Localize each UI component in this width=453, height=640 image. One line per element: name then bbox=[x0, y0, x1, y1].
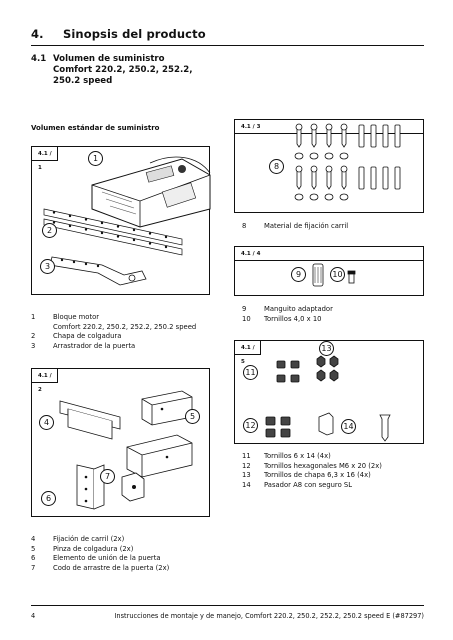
subsection-number: 4.1 bbox=[31, 54, 47, 64]
legend-text: Manguito adaptador bbox=[264, 305, 333, 313]
header-rule bbox=[31, 45, 424, 47]
legend-number: 6 bbox=[31, 554, 36, 563]
legend-figure-1: 1 Bloque motor Comfort 220.2, 250.2, 252.… bbox=[31, 313, 196, 351]
legend-text: Pasador A8 con seguro SL bbox=[264, 480, 353, 489]
legend-text: Pinza de colgadura (2x) bbox=[53, 544, 134, 553]
legend-figure-5: 11 Tornillos 6 x 14 (4x) 12 Tornillos hexa… bbox=[242, 452, 382, 490]
subsection-line-3: 250.2 speed bbox=[53, 76, 113, 86]
legend-number: 8 bbox=[242, 222, 247, 230]
legend-number: 7 bbox=[31, 563, 36, 572]
legend-number: 14 bbox=[242, 480, 251, 489]
footer-rule bbox=[31, 605, 424, 606]
callout-1: 1 bbox=[88, 151, 103, 166]
legend-text: Tornillos hexagonales M6 x 20 (2x) bbox=[264, 461, 382, 470]
page-number: 4 bbox=[31, 612, 36, 620]
callout-5: 5 bbox=[185, 409, 200, 424]
callout-4: 4 bbox=[39, 415, 54, 430]
adapter-sleeve-illustration bbox=[312, 263, 356, 287]
figure-4-1-5: 4.1 / 5 11 13 12 14 bbox=[234, 340, 424, 444]
legend-text: Tornillos 4,0 x 10 bbox=[264, 314, 322, 323]
callout-14: 14 bbox=[341, 419, 356, 434]
legend-text: Fijación de carril (2x) bbox=[53, 535, 125, 543]
screws-illustration bbox=[265, 355, 391, 442]
legend-number: 11 bbox=[242, 452, 251, 460]
standard-delivery-heading: Volumen estándar de suministro bbox=[31, 124, 160, 132]
legend-text: Comfort 220.2, 250.2, 252.2, 250.2 speed bbox=[53, 322, 197, 331]
callout-11: 11 bbox=[243, 365, 258, 380]
legend-text: Chapa de colgadura bbox=[53, 332, 122, 341]
legend-text: Material de fijación carril bbox=[264, 222, 349, 230]
legend-number: 13 bbox=[242, 471, 251, 480]
footer-text: Instrucciones de montaje y de manejo, Co… bbox=[114, 612, 424, 620]
callout-13: 13 bbox=[319, 341, 334, 356]
legend-text: Bloque motor bbox=[53, 313, 100, 321]
legend-figure-4: 9 Manguito adaptador 10 Tornillos 4,0 x 10 bbox=[242, 305, 333, 324]
legend-number: 9 bbox=[242, 305, 247, 313]
figure-label: 4.1 / 1 bbox=[32, 147, 58, 171]
callout-8: 8 bbox=[269, 159, 284, 174]
callout-3: 3 bbox=[40, 259, 55, 274]
legend-number: 1 bbox=[31, 313, 36, 321]
legend-number bbox=[31, 323, 53, 333]
figure-label: 4.1 / 4 bbox=[235, 247, 423, 261]
legend-text: Codo de arrastre de la puerta (2x) bbox=[53, 563, 170, 572]
legend-number: 5 bbox=[31, 544, 36, 553]
section-title: 4. Sinopsis del producto bbox=[31, 27, 206, 41]
subsection-line-2: Comfort 220.2, 250.2, 252.2, bbox=[53, 65, 193, 75]
legend-number: 2 bbox=[31, 332, 36, 341]
legend-number: 4 bbox=[31, 535, 36, 543]
section-title-text: Sinopsis del producto bbox=[63, 27, 206, 41]
rail-fixing-material-illustration bbox=[294, 123, 401, 201]
figure-4-1-2: 4.1 / 2 4 5 6 7 bbox=[31, 368, 210, 517]
callout-12: 12 bbox=[243, 418, 258, 433]
legend-figure-2: 4 Fijación de carril (2x) 5 Pinza de colga… bbox=[31, 535, 169, 573]
subsection-line-1: Volumen de suministro bbox=[53, 54, 165, 64]
figure-label: 4.1 / 5 bbox=[235, 341, 261, 365]
motor-block-illustration bbox=[43, 156, 211, 286]
subsection-title: 4.1 Volumen de suministro Comfort 220.2, … bbox=[31, 54, 192, 87]
legend-text: Arrastrador de la puerta bbox=[53, 341, 136, 350]
legend-text: Elemento de unión de la puerta bbox=[53, 554, 161, 563]
figure-4-1-4: 4.1 / 4 9 10 bbox=[234, 246, 424, 296]
legend-text: Tornillos de chapa 6,3 x 16 (4x) bbox=[264, 471, 371, 480]
section-number: 4. bbox=[31, 27, 44, 41]
callout-9: 9 bbox=[291, 267, 306, 282]
callout-7: 7 bbox=[100, 469, 115, 484]
figure-label: 4.1 / 2 bbox=[32, 369, 58, 393]
legend-text: Tornillos 6 x 14 (4x) bbox=[264, 452, 331, 460]
callout-2: 2 bbox=[42, 223, 57, 238]
rail-fixing-illustration bbox=[59, 390, 193, 510]
callout-6: 6 bbox=[41, 491, 56, 506]
figure-4-1-3: 4.1 / 3 8 bbox=[234, 119, 424, 213]
callout-10: 10 bbox=[330, 267, 345, 282]
legend-number: 12 bbox=[242, 461, 251, 470]
figure-4-1-1: 4.1 / 1 1 2 3 bbox=[31, 146, 211, 295]
legend-number: 10 bbox=[242, 314, 251, 323]
legend-number: 3 bbox=[31, 341, 36, 350]
legend-figure-3: 8 Material de fijación carril bbox=[242, 222, 348, 232]
